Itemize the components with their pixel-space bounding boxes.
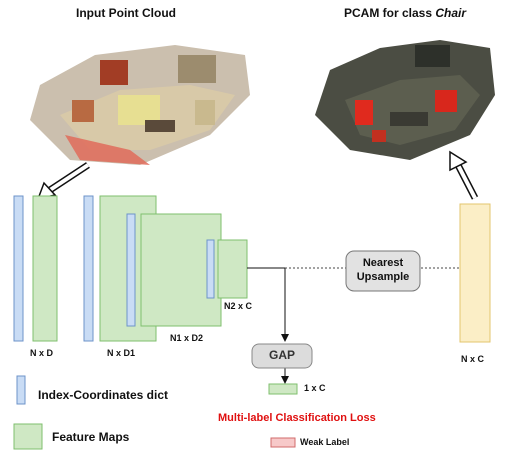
title-input-point-cloud: Input Point Cloud	[76, 6, 176, 20]
label-nxd: N x D	[30, 348, 54, 358]
index-dict-bar-1	[13, 195, 24, 342]
title-pcam: PCAM for class Chair	[344, 6, 466, 20]
legend-weak-label-icon	[270, 437, 296, 448]
legend-index-icon	[16, 375, 26, 405]
gap-connector	[247, 267, 289, 342]
label-1xc: 1 x C	[304, 383, 326, 393]
pcam-hollow-arrow	[449, 150, 479, 200]
gap-label: GAP	[268, 348, 295, 362]
feature-map-nxd	[32, 195, 58, 342]
label-n1xd2: N1 x D2	[170, 333, 204, 343]
pcam-point-cloud-image	[315, 40, 495, 160]
label-nxc: N x C	[461, 354, 485, 364]
nearest-upsample-label: Nearest Upsample	[346, 256, 420, 284]
nearest-upsample-line1: Nearest	[362, 257, 404, 269]
index-dict-bar-3	[126, 213, 136, 327]
nearest-upsample-box	[345, 250, 421, 292]
label-nxd1: N x D1	[107, 348, 136, 358]
index-dict-bar-2	[83, 195, 94, 342]
upsampled-output-bar	[459, 203, 491, 343]
index-dict-bar-4	[206, 239, 215, 299]
nearest-upsample-line2: Upsample	[356, 271, 410, 283]
feature-map-n2xc	[217, 239, 248, 299]
title-pcam-class: Chair	[435, 6, 467, 20]
class-score-vector	[268, 383, 298, 395]
gap-box	[251, 343, 313, 369]
input-point-cloud-image	[30, 45, 250, 165]
label-n2xc: N2 x C	[224, 301, 253, 311]
legend-feature-label: Feature Maps	[52, 430, 130, 444]
legend-loss-label: Multi-label Classification Loss	[218, 412, 376, 424]
legend-weak-label: Weak Label	[300, 437, 350, 447]
title-pcam-prefix: PCAM for class	[344, 6, 436, 20]
legend-feature-icon	[13, 423, 43, 450]
legend-index-label: Index-Coordinates dict	[38, 388, 169, 402]
input-hollow-arrow	[36, 162, 90, 201]
